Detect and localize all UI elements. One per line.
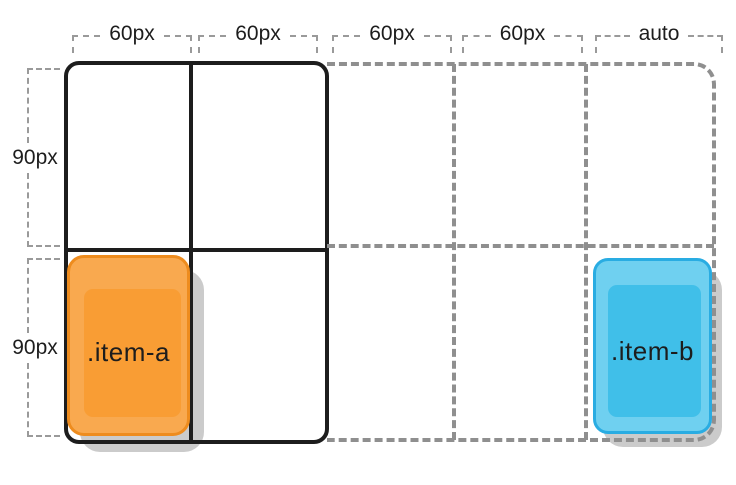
- column-width-label-5: auto: [638, 22, 680, 46]
- bracket-corner-icon: [332, 35, 361, 53]
- column-width-label-4: 60px: [499, 22, 546, 46]
- implicit-grid-column-line-2: [584, 64, 588, 440]
- bracket-corner-icon: [198, 35, 227, 53]
- bracket-corner-icon: [289, 35, 319, 53]
- explicit-grid-row-line: [66, 248, 327, 252]
- bracket-corner-icon: [27, 172, 60, 247]
- grid-item-b: .item-b: [593, 258, 712, 434]
- row-height-label-1: 90px: [12, 145, 58, 169]
- column-width-label-1: 60px: [109, 22, 155, 46]
- bracket-corner-icon: [163, 35, 193, 53]
- implicit-grid-column-line-1: [452, 64, 456, 440]
- item-b-label: .item-b: [611, 335, 694, 366]
- column-width-label-3: 60px: [369, 22, 415, 46]
- bracket-corner-icon: [462, 35, 491, 53]
- explicit-grid-outline: [64, 61, 329, 444]
- column-width-bracket-1: 60px: [72, 22, 193, 53]
- bracket-corner-icon: [72, 35, 101, 53]
- column-width-bracket-5: auto: [595, 22, 723, 53]
- column-width-bracket-3: 60px: [332, 22, 453, 53]
- implicit-grid-outline: [327, 62, 716, 442]
- item-a-label: .item-a: [87, 337, 170, 367]
- row-height-bracket-1: 90px: [12, 68, 60, 247]
- explicit-grid-column-line: [189, 63, 193, 442]
- bracket-corner-icon: [423, 35, 453, 53]
- bracket-corner-icon: [688, 35, 723, 53]
- row-height-bracket-2: 90px: [12, 258, 60, 437]
- bracket-corner-icon: [27, 258, 60, 333]
- column-width-bracket-4: 60px: [462, 22, 584, 53]
- bracket-corner-icon: [27, 68, 60, 143]
- row-height-label-2: 90px: [12, 335, 58, 359]
- column-width-label-2: 60px: [235, 22, 281, 46]
- bracket-corner-icon: [595, 35, 630, 53]
- bracket-corner-icon: [554, 35, 584, 53]
- grid-item-a: .item-a: [67, 255, 190, 436]
- column-width-bracket-2: 60px: [198, 22, 319, 53]
- implicit-grid-row-line: [327, 244, 714, 248]
- bracket-corner-icon: [27, 362, 60, 437]
